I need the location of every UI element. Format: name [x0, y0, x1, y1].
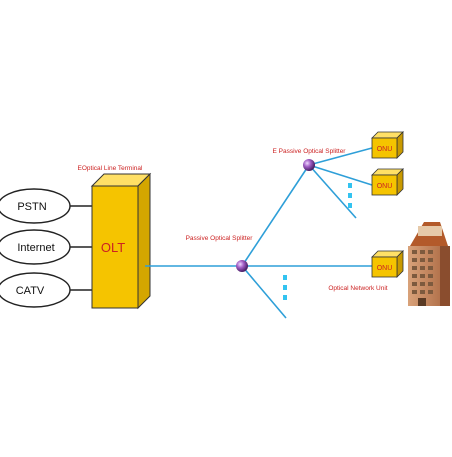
service-pstn: PSTN	[0, 188, 71, 224]
olt-caption: EOptical Line Terminal	[78, 165, 143, 172]
fiber-branch-more	[308, 164, 357, 219]
olt-box: OLT	[90, 172, 152, 310]
onu-box-1: ONU	[371, 131, 404, 159]
primary-splitter-caption: Passive Optical Splitter	[186, 235, 254, 242]
onu-label-1: ONU	[377, 146, 393, 153]
more-connections-dots-lower	[283, 275, 287, 300]
service-internet: Internet	[0, 229, 71, 265]
service-catv-label: CATV	[16, 285, 45, 297]
service-pstn-label: PSTN	[17, 201, 46, 213]
branch-fiber-lower	[241, 265, 287, 319]
secondary-splitter-caption: E Passive Optical Splitter	[273, 148, 347, 155]
olt-label: OLT	[101, 240, 125, 255]
more-connections-dots-upper	[348, 183, 352, 208]
onu-label-2: ONU	[377, 183, 393, 190]
primary-splitter-icon	[236, 260, 248, 272]
onu-label-3: ONU	[377, 265, 393, 272]
onu-caption: Optical Network Unit	[328, 285, 387, 292]
fiber-lines	[145, 147, 373, 319]
branch-fiber-upper	[241, 164, 310, 267]
service-catv: CATV	[0, 272, 71, 308]
service-internet-label: Internet	[17, 242, 54, 254]
onu-box-2: ONU	[371, 168, 404, 196]
secondary-splitter-icon	[303, 159, 315, 171]
building-icon	[408, 222, 450, 306]
fiber-onu-1	[308, 147, 373, 166]
onu-box-3: ONU	[371, 250, 404, 278]
fiber-onu-2	[308, 164, 373, 186]
